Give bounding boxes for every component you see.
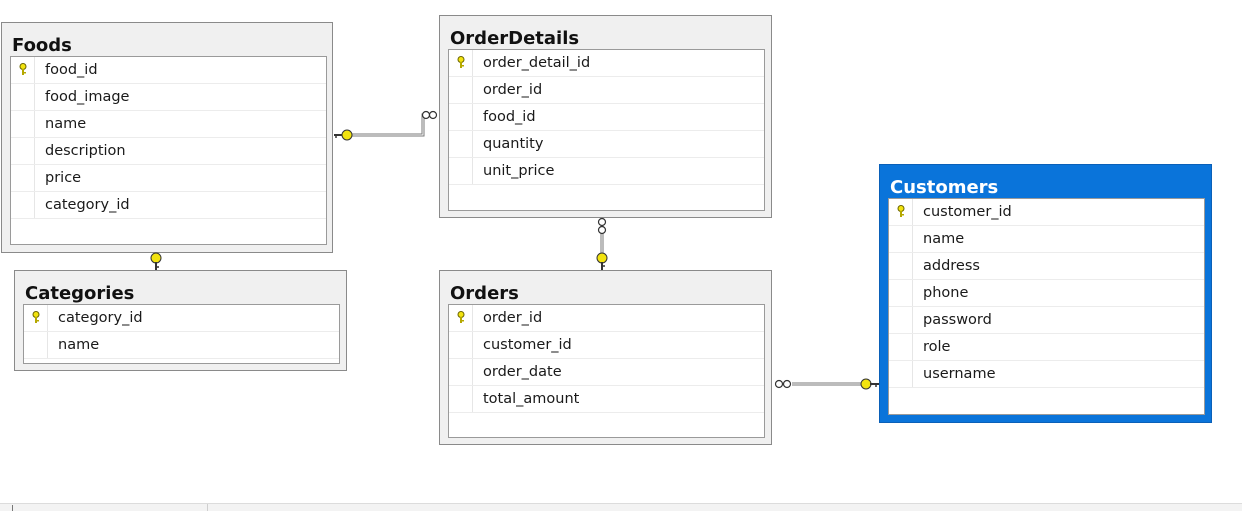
column-name: food_id: [45, 62, 98, 78]
orders-table[interactable]: Orders order_id customer_id order_date t…: [439, 270, 772, 445]
column-row[interactable]: category_id: [11, 192, 326, 219]
foods-column-grid: food_id food_image name description pric…: [10, 56, 327, 245]
column-row[interactable]: description: [11, 138, 326, 165]
column-row[interactable]: phone: [889, 280, 1204, 307]
categories-column-grid: category_id name: [23, 304, 340, 364]
column-row[interactable]: customer_id: [889, 199, 1204, 226]
column-name: phone: [923, 285, 969, 301]
column-name: customer_id: [483, 337, 572, 353]
column-row[interactable]: food_id: [11, 57, 326, 84]
primary-key-icon: [897, 205, 905, 217]
categories-table[interactable]: Categories category_id name: [14, 270, 347, 371]
column-row[interactable]: password: [889, 307, 1204, 334]
column-row[interactable]: price: [11, 165, 326, 192]
customers-table-title: Customers: [890, 177, 999, 198]
column-row[interactable]: name: [11, 111, 326, 138]
column-name: name: [58, 337, 100, 353]
orderdetails-column-grid: order_detail_id order_id food_id quantit…: [448, 49, 765, 211]
categories-table-title: Categories: [25, 283, 135, 304]
column-row[interactable]: username: [889, 361, 1204, 388]
foods-table-title: Foods: [12, 35, 72, 56]
column-name: quantity: [483, 136, 544, 152]
column-row[interactable]: name: [889, 226, 1204, 253]
horizontal-scrollbar[interactable]: [0, 503, 1242, 511]
column-name: food_id: [483, 109, 536, 125]
column-name: description: [45, 143, 126, 159]
column-row[interactable]: quantity: [449, 131, 764, 158]
column-name: unit_price: [483, 163, 555, 179]
orders-column-grid: order_id customer_id order_date total_am…: [448, 304, 765, 438]
primary-key-icon: [32, 311, 40, 323]
column-row[interactable]: address: [889, 253, 1204, 280]
orderdetails-table[interactable]: OrderDetails order_detail_id order_id fo…: [439, 15, 772, 218]
foods-table[interactable]: Foods food_id food_image name descriptio…: [1, 22, 333, 253]
column-row[interactable]: order_id: [449, 77, 764, 104]
column-name: category_id: [45, 197, 130, 213]
column-row[interactable]: order_date: [449, 359, 764, 386]
column-row[interactable]: order_id: [449, 305, 764, 332]
primary-key-icon: [19, 63, 27, 75]
column-row[interactable]: unit_price: [449, 158, 764, 185]
column-name: category_id: [58, 310, 143, 326]
column-name: total_amount: [483, 391, 580, 407]
orders-table-title: Orders: [450, 283, 519, 304]
column-name: username: [923, 366, 996, 382]
primary-key-icon: [457, 56, 465, 68]
column-name: order_date: [483, 364, 562, 380]
relationship-foods-orderdetails[interactable]: [350, 113, 431, 137]
column-name: order_detail_id: [483, 55, 591, 71]
column-name: customer_id: [923, 204, 1012, 220]
column-name: order_id: [483, 310, 543, 326]
column-name: name: [45, 116, 87, 132]
column-row[interactable]: role: [889, 334, 1204, 361]
column-row[interactable]: category_id: [24, 305, 339, 332]
column-name: password: [923, 312, 992, 328]
column-row[interactable]: food_image: [11, 84, 326, 111]
column-name: price: [45, 170, 82, 186]
column-row[interactable]: order_detail_id: [449, 50, 764, 77]
scrollbar-divider: [207, 504, 208, 511]
customers-table[interactable]: Customers customer_id name address phone…: [879, 164, 1212, 423]
column-name: role: [923, 339, 951, 355]
column-name: food_image: [45, 89, 130, 105]
customers-column-grid: customer_id name address phone password …: [888, 198, 1205, 415]
column-name: order_id: [483, 82, 543, 98]
column-row[interactable]: total_amount: [449, 386, 764, 413]
scrollbar-tick: [12, 505, 13, 511]
column-row[interactable]: name: [24, 332, 339, 359]
column-row[interactable]: food_id: [449, 104, 764, 131]
primary-key-icon: [457, 311, 465, 323]
column-name: name: [923, 231, 965, 247]
orderdetails-table-title: OrderDetails: [450, 28, 580, 49]
column-row[interactable]: customer_id: [449, 332, 764, 359]
column-name: address: [923, 258, 980, 274]
